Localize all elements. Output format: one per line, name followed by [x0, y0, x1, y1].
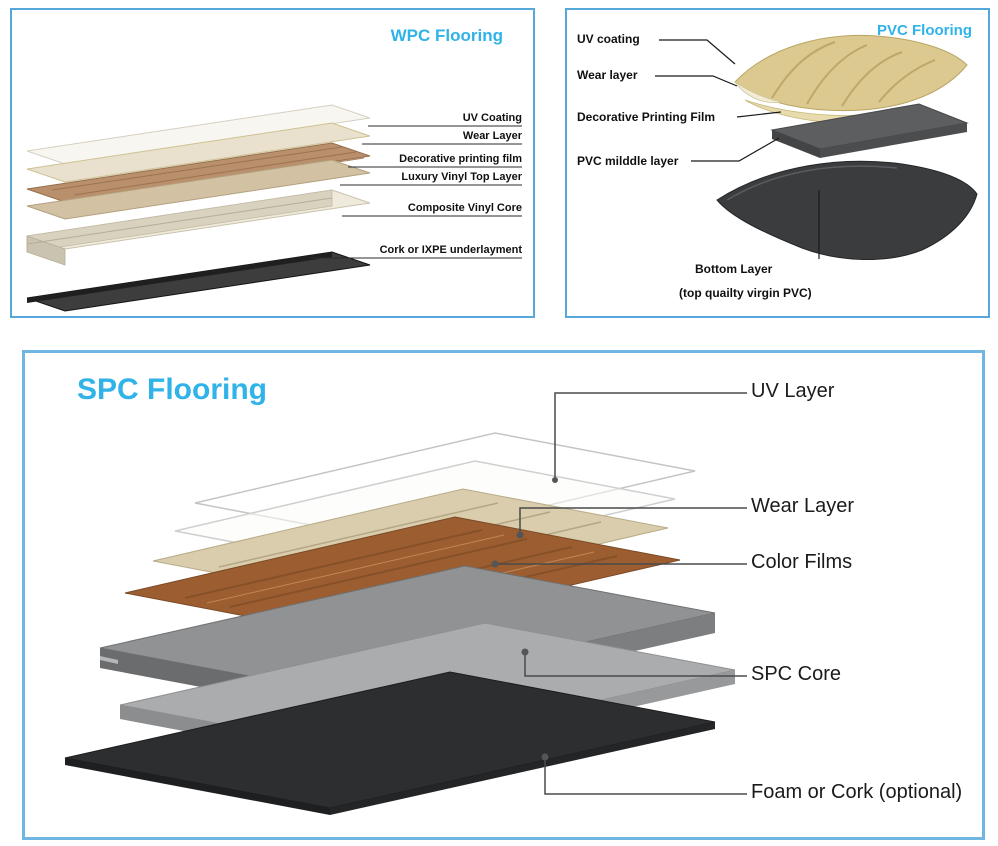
- pvc-leader-lines: [655, 39, 820, 259]
- spc-label-foam-or-cork: Foam or Cork (optional): [751, 781, 963, 803]
- spc-label-color-films: Color Films: [751, 551, 853, 573]
- pvc-layer-middle-end: [772, 130, 820, 158]
- wpc-layer-cork-top: [26, 251, 371, 312]
- wpc-layer-core-end: [26, 235, 66, 266]
- spc-label-wear-layer: Wear Layer: [751, 495, 855, 517]
- spc-diagram: [64, 392, 747, 815]
- grain-stripe: [878, 59, 936, 103]
- spc-leader-lines: [495, 392, 747, 795]
- wpc-layer-luxury-vinyl-top: [26, 159, 371, 220]
- grain-stripe: [806, 44, 868, 105]
- wpc-layer-uv-coating: [26, 104, 371, 165]
- pvc-layer-middle-front: [820, 123, 967, 158]
- wood-grain-line: [51, 146, 343, 191]
- wpc-layer-cork-front: [27, 252, 332, 303]
- spc-title: SPC Flooring: [77, 373, 267, 406]
- pvc-sheet-underside-curl: [734, 81, 783, 103]
- pvc-label-printing-film: Decorative Printing Film: [577, 110, 716, 124]
- spc-leader-dots: [491, 477, 558, 761]
- wpc-diagram: [26, 104, 522, 312]
- spc-panel: SPC Flooring UV Layer Wear Layer Color F…: [22, 350, 985, 840]
- core-groove-line: [26, 197, 333, 245]
- wpc-layer-wear: [26, 122, 371, 183]
- wpc-label-composite-core: Composite Vinyl Core: [407, 202, 522, 214]
- spc-label-spc-core: SPC Core: [751, 663, 842, 685]
- pvc-title: PVC Flooring: [877, 22, 972, 39]
- wpc-label-wear-layer: Wear Layer: [462, 130, 522, 142]
- wpc-label-decorative-film: Decorative printing film: [399, 153, 522, 165]
- pvc-layer-bottom-sheet: [716, 160, 978, 260]
- pvc-layer-print-sheet: [734, 34, 968, 111]
- pvc-diagram: [655, 34, 978, 260]
- grain-stripe: [841, 51, 903, 107]
- pvc-label-bottom-layer: Bottom Layer: [695, 262, 773, 276]
- wpc-label-uv-coating: UV Coating: [462, 112, 522, 124]
- spc-label-uv-layer: UV Layer: [751, 380, 835, 402]
- pvc-label-bottom-layer-note: (top quailty virgin PVC): [679, 286, 812, 300]
- wpc-label-luxury-top: Luxury Vinyl Top Layer: [401, 171, 522, 183]
- wpc-label-cork-underlayment: Cork or IXPE underlayment: [379, 244, 522, 256]
- wood-grain-line: [73, 151, 357, 196]
- grain-stripe: [771, 41, 836, 99]
- pvc-label-uv-coating: UV coating: [577, 32, 640, 46]
- wpc-leader-lines: [310, 125, 522, 259]
- spc-core-click-notch: [100, 656, 118, 664]
- spc-layer-foam-front-right: [330, 722, 715, 815]
- spc-layer-foam-front-left: [65, 758, 330, 815]
- wpc-layer-decorative-film: [26, 142, 371, 203]
- pvc-panel: PVC Flooring UV coating Wear layer Decor…: [565, 8, 990, 318]
- wpc-title: WPC Flooring: [390, 26, 503, 45]
- wpc-panel: WPC Flooring UV Coating Wear Layer Decor…: [10, 8, 535, 318]
- pvc-label-middle-layer: PVC milddle layer: [577, 154, 679, 168]
- pvc-label-wear-layer: Wear layer: [577, 68, 638, 82]
- bottom-sheet-highlight: [726, 165, 898, 201]
